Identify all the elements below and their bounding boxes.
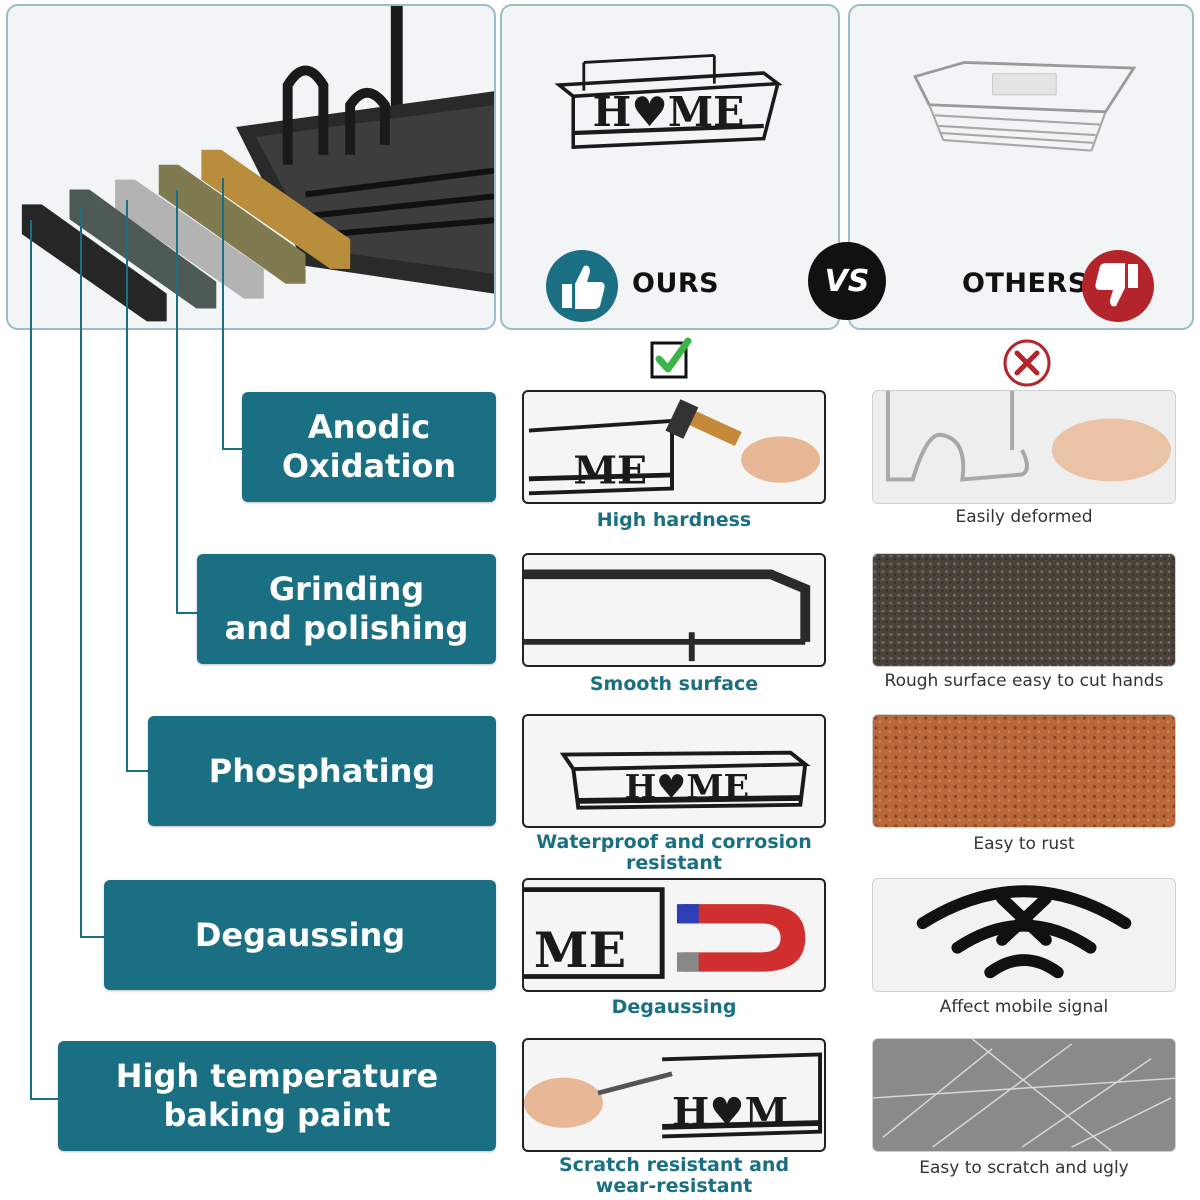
vs-label: VS: [824, 263, 870, 299]
thumbs-up-icon: [546, 250, 618, 322]
others-caption: Affect mobile signal: [939, 997, 1109, 1017]
others-basket-image: [913, 61, 1137, 152]
connector-line: [30, 220, 32, 1100]
ours-caption: High hardness: [596, 509, 752, 531]
checkmark-icon: [650, 337, 692, 379]
ours-image-scratch: H♥M: [522, 1038, 826, 1152]
svg-text:H♥M: H♥M: [672, 1089, 788, 1134]
connector-line: [80, 936, 106, 938]
ours-caption: Smooth surface: [589, 673, 759, 695]
svg-text:ME: ME: [573, 448, 647, 493]
others-caption: Easy to rust: [973, 834, 1075, 854]
process-baking-paint: High temperature baking paint: [58, 1041, 496, 1151]
ours-label: OURS: [632, 268, 720, 299]
others-caption: Rough surface easy to cut hands: [884, 671, 1164, 691]
others-caption: Easy to scratch and ugly: [919, 1158, 1129, 1178]
connector-line: [126, 200, 128, 772]
ours-caption: Degaussing: [611, 996, 737, 1018]
svg-text:H♥ME: H♥ME: [625, 767, 749, 806]
connector-line: [126, 770, 150, 772]
ours-image-smooth: [522, 553, 826, 667]
others-image-signal: [872, 878, 1176, 992]
others-image-scratched: [872, 1038, 1176, 1152]
ours-image-waterproof: H♥ME: [522, 714, 826, 828]
svg-text:ME: ME: [534, 921, 626, 978]
ours-caption: Waterproof and corrosion resistant: [536, 831, 812, 874]
connector-line: [176, 612, 198, 614]
connector-line: [222, 178, 224, 450]
cross-icon: [1002, 338, 1052, 388]
svg-text:H♥ME: H♥ME: [593, 88, 745, 136]
others-caption: Easily deformed: [955, 507, 1093, 527]
others-image-rough: [872, 553, 1176, 667]
ours-caption: Scratch resistant and wear-resistant: [558, 1154, 790, 1197]
ours-image-hardness: ME: [522, 390, 826, 504]
process-degaussing: Degaussing: [104, 880, 496, 990]
others-label: OTHERS: [962, 268, 1088, 299]
process-phosphating: Phosphating: [148, 716, 496, 826]
connector-line: [30, 1098, 60, 1100]
coating-layers-illustration: [21, 6, 494, 322]
connector-line: [222, 448, 244, 450]
connector-line: [80, 208, 82, 938]
process-grinding-polishing: Grinding and polishing: [197, 554, 496, 664]
layers-panel: [6, 4, 496, 330]
others-image-deformed: [872, 390, 1176, 504]
connector-line: [176, 190, 178, 614]
ours-image-degaussing: ME: [522, 878, 826, 992]
others-panel: OTHERS: [848, 4, 1194, 330]
wifi-blocked-icon: [916, 885, 1132, 979]
thumbs-down-icon: [1082, 250, 1154, 322]
ours-panel: H♥ME OURS: [500, 4, 840, 330]
others-image-rust: [872, 714, 1176, 828]
process-anodic-oxidation: Anodic Oxidation: [242, 392, 496, 502]
ours-basket-image: H♥ME: [554, 53, 783, 149]
vs-badge: VS: [808, 242, 886, 320]
